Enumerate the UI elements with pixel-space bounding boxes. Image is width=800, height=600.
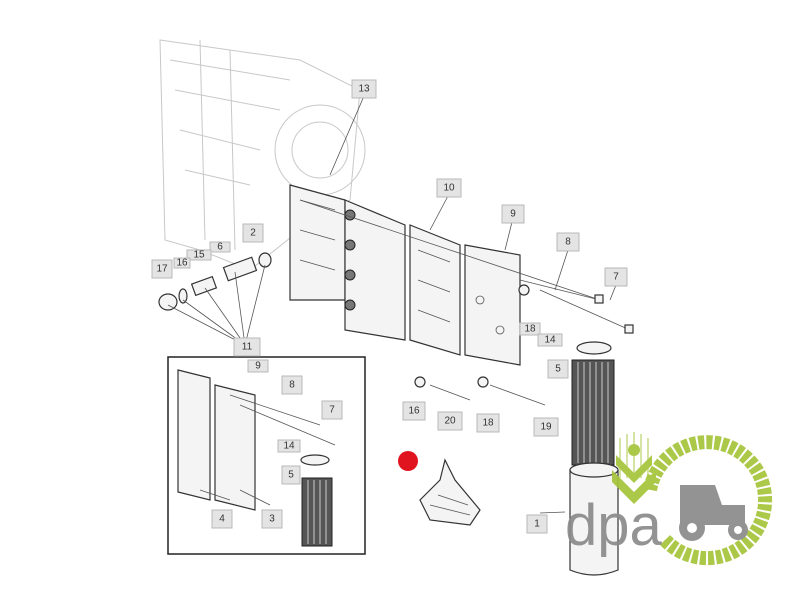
callout-8: 8 [556, 232, 580, 252]
inset-detail [167, 356, 366, 555]
dpa-logo-text: dpa [565, 493, 663, 558]
inset-callout-7: 7 [321, 400, 343, 420]
spool-parts [158, 252, 272, 311]
inset-callout-4: 4 [211, 509, 233, 529]
filter-assembly [569, 341, 619, 576]
svg-text:17: 17 [156, 264, 168, 275]
svg-text:14: 14 [283, 441, 295, 452]
callout-11: 11 [233, 337, 261, 357]
inset-callout-5: 5 [281, 465, 301, 485]
svg-text:8: 8 [289, 380, 295, 391]
svg-text:10: 10 [443, 183, 455, 194]
svg-text:18: 18 [524, 324, 536, 335]
svg-text:5: 5 [288, 470, 294, 481]
callout-19: 19 [533, 417, 559, 437]
callout-18-top: 18 [519, 322, 541, 336]
dpa-logo: dpa [565, 432, 773, 566]
callout-20: 20 [437, 411, 463, 431]
inset-callout-8: 8 [281, 375, 303, 395]
callout-10: 10 [436, 178, 462, 198]
red-marker [398, 451, 418, 471]
bolts [299, 199, 634, 406]
callout-15: 15 [186, 249, 212, 261]
callout-7: 7 [604, 267, 628, 287]
callout-2: 2 [242, 223, 264, 243]
callout-5: 5 [547, 359, 569, 379]
inset-callout-9: 9 [247, 359, 269, 373]
svg-text:4: 4 [219, 514, 225, 525]
svg-text:3: 3 [269, 514, 275, 525]
leader-lines [167, 95, 617, 514]
svg-text:15: 15 [193, 250, 205, 261]
svg-text:13: 13 [358, 84, 370, 95]
valve-plate-10 [409, 224, 461, 356]
svg-text:5: 5 [555, 364, 561, 375]
callout-18-bottom: 18 [476, 413, 500, 433]
svg-text:19: 19 [540, 422, 552, 433]
svg-text:20: 20 [444, 416, 456, 427]
callout-9: 9 [501, 204, 525, 224]
seal-kit-bag [419, 458, 481, 526]
callout-6: 6 [209, 241, 231, 253]
callout-16-bottom: 16 [402, 401, 426, 421]
callout-1: 1 [526, 514, 548, 534]
svg-text:6: 6 [217, 242, 223, 253]
svg-text:7: 7 [613, 272, 619, 283]
valve-body-plate-13 [289, 184, 346, 301]
valve-housing-9 [464, 244, 521, 366]
callout-14: 14 [537, 333, 563, 347]
inset-callout-14: 14 [277, 439, 301, 453]
svg-text:1: 1 [534, 519, 540, 530]
svg-text:11: 11 [242, 342, 253, 353]
svg-text:16: 16 [176, 258, 188, 269]
svg-text:8: 8 [565, 237, 571, 248]
callout-16: 16 [173, 257, 191, 269]
svg-text:18: 18 [482, 418, 494, 429]
callout-17: 17 [151, 259, 173, 279]
svg-text:16: 16 [408, 406, 420, 417]
svg-text:9: 9 [255, 361, 261, 372]
svg-text:7: 7 [329, 405, 335, 416]
valve-body-plate [344, 199, 406, 341]
svg-text:9: 9 [510, 209, 516, 220]
svg-text:14: 14 [544, 335, 556, 346]
svg-text:2: 2 [250, 228, 256, 239]
callout-13: 13 [351, 79, 377, 99]
inset-callout-3: 3 [261, 509, 283, 529]
